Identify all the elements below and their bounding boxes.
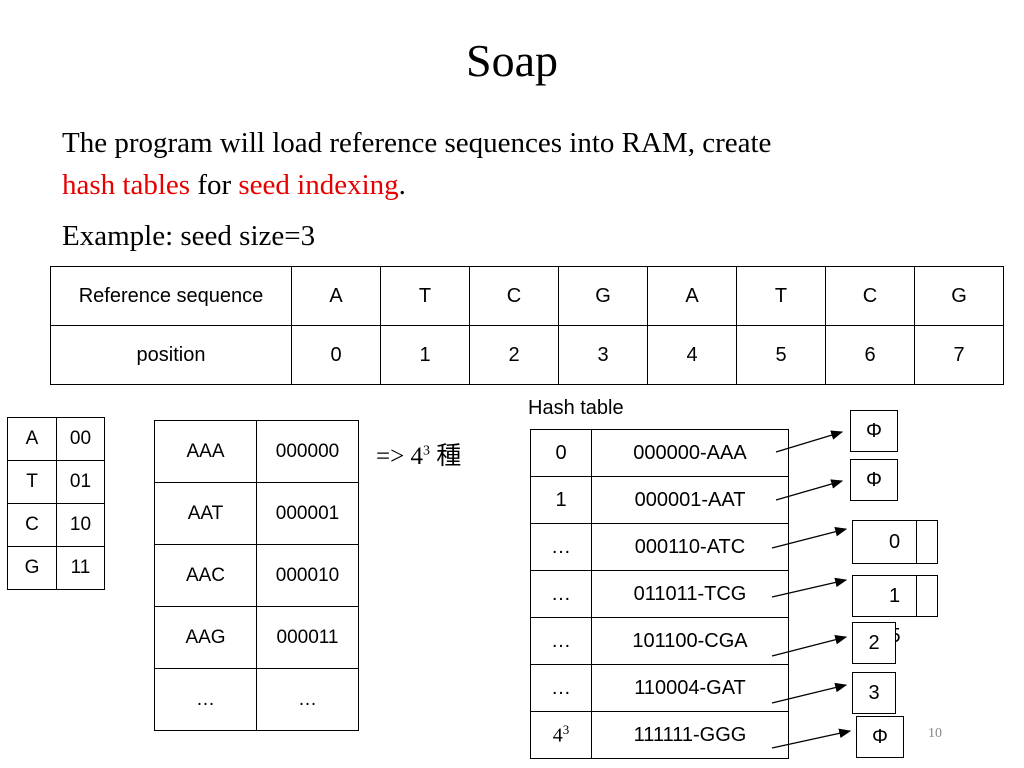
- hash-key: 101100-CGA: [591, 617, 789, 665]
- slide-title: Soap: [466, 35, 558, 86]
- hash-key: 111111-GGG: [591, 711, 789, 759]
- code-cell: 11: [56, 546, 105, 590]
- ref-position: 0: [291, 325, 381, 385]
- hash-index: 1: [530, 476, 592, 524]
- table-row: …101100-CGA: [530, 617, 789, 665]
- table-row: position 0 1 2 3 4 5 6 7: [50, 325, 1004, 385]
- ref-position: 5: [736, 325, 826, 385]
- ref-base: G: [558, 266, 648, 326]
- seed-code-cell: 000001: [256, 482, 359, 545]
- hash-index: …: [530, 570, 592, 618]
- combo-prefix: => 4: [376, 443, 423, 470]
- position-row-label: position: [50, 325, 292, 385]
- bucket-position: 0: [874, 521, 917, 563]
- arrow: [771, 635, 848, 657]
- seed-cell: AAC: [154, 544, 257, 607]
- hash-index: …: [530, 664, 592, 712]
- seed-cell: AAT: [154, 482, 257, 545]
- seed-code-cell: …: [256, 668, 359, 731]
- combination-count-note: => 43 種: [376, 436, 461, 472]
- ref-position: 3: [558, 325, 648, 385]
- hash-index: …: [530, 617, 592, 665]
- example-text: Example: seed size=3: [62, 220, 316, 252]
- hash-index: …: [530, 523, 592, 571]
- ref-base: T: [380, 266, 470, 326]
- table-row: …011011-TCG: [530, 570, 789, 618]
- arrow: [775, 430, 844, 453]
- intro-part1: The program will load reference sequence…: [62, 127, 772, 159]
- bucket-position-single: 2: [852, 622, 896, 664]
- base-cell: G: [7, 546, 57, 590]
- hash-index-base: 4: [552, 724, 563, 747]
- hash-key: 011011-TCG: [591, 570, 789, 618]
- base-cell: C: [7, 503, 57, 547]
- code-cell: 10: [56, 503, 105, 547]
- arrow: [771, 682, 848, 704]
- intro-hash-tables: hash tables: [62, 169, 191, 201]
- arrow: [771, 577, 848, 598]
- ref-base: A: [647, 266, 737, 326]
- ref-base: A: [291, 266, 381, 326]
- base-cell: A: [7, 417, 57, 461]
- table-row: ……: [154, 668, 359, 731]
- ref-base: T: [736, 266, 826, 326]
- hash-key: 000001-AAT: [591, 476, 789, 524]
- ref-base: G: [914, 266, 1004, 326]
- arrow: [771, 728, 852, 749]
- base-cell: T: [7, 460, 57, 504]
- hash-table-label: Hash table: [528, 397, 624, 419]
- bucket-empty: Φ: [850, 459, 898, 501]
- bucket-empty: Φ: [856, 716, 904, 758]
- bucket-position-single: 3: [852, 672, 896, 714]
- reference-table: Reference sequence A T C G A T C G posit…: [50, 266, 1004, 385]
- seed-cell: …: [154, 668, 257, 731]
- ref-position: 6: [825, 325, 915, 385]
- page-number: 10: [928, 726, 942, 741]
- ref-position: 7: [914, 325, 1004, 385]
- hash-index-exponent: 3: [562, 722, 570, 738]
- seed-code-cell: 000010: [256, 544, 359, 607]
- ref-row-label: Reference sequence: [50, 266, 292, 326]
- intro-seed-indexing: seed indexing: [238, 169, 399, 201]
- hash-index-last: 43: [530, 711, 592, 759]
- intro-text: The program will load reference sequence…: [62, 122, 962, 206]
- combo-exponent: 3: [422, 443, 430, 459]
- bucket-positions: 15: [852, 575, 938, 647]
- table-row: …000110-ATC: [530, 523, 789, 571]
- arrow: [771, 527, 848, 549]
- ref-base: C: [469, 266, 559, 326]
- hash-key: 110004-GAT: [591, 664, 789, 712]
- table-row: Reference sequence A T C G A T C G: [50, 266, 1004, 326]
- ref-position: 4: [647, 325, 737, 385]
- hash-index: 0: [530, 429, 592, 477]
- intro-end: .: [398, 169, 406, 201]
- bucket-empty: Φ: [850, 410, 898, 452]
- intro-mid: for: [190, 169, 239, 201]
- arrow: [775, 479, 844, 501]
- hash-key: 000110-ATC: [591, 523, 789, 571]
- code-cell: 01: [56, 460, 105, 504]
- hash-key: 000000-AAA: [591, 429, 789, 477]
- bucket-position: 1: [874, 576, 917, 616]
- table-row: …110004-GAT: [530, 664, 789, 712]
- seed-cell: AAG: [154, 606, 257, 669]
- ref-position: 2: [469, 325, 559, 385]
- combo-suffix: 種: [429, 443, 462, 470]
